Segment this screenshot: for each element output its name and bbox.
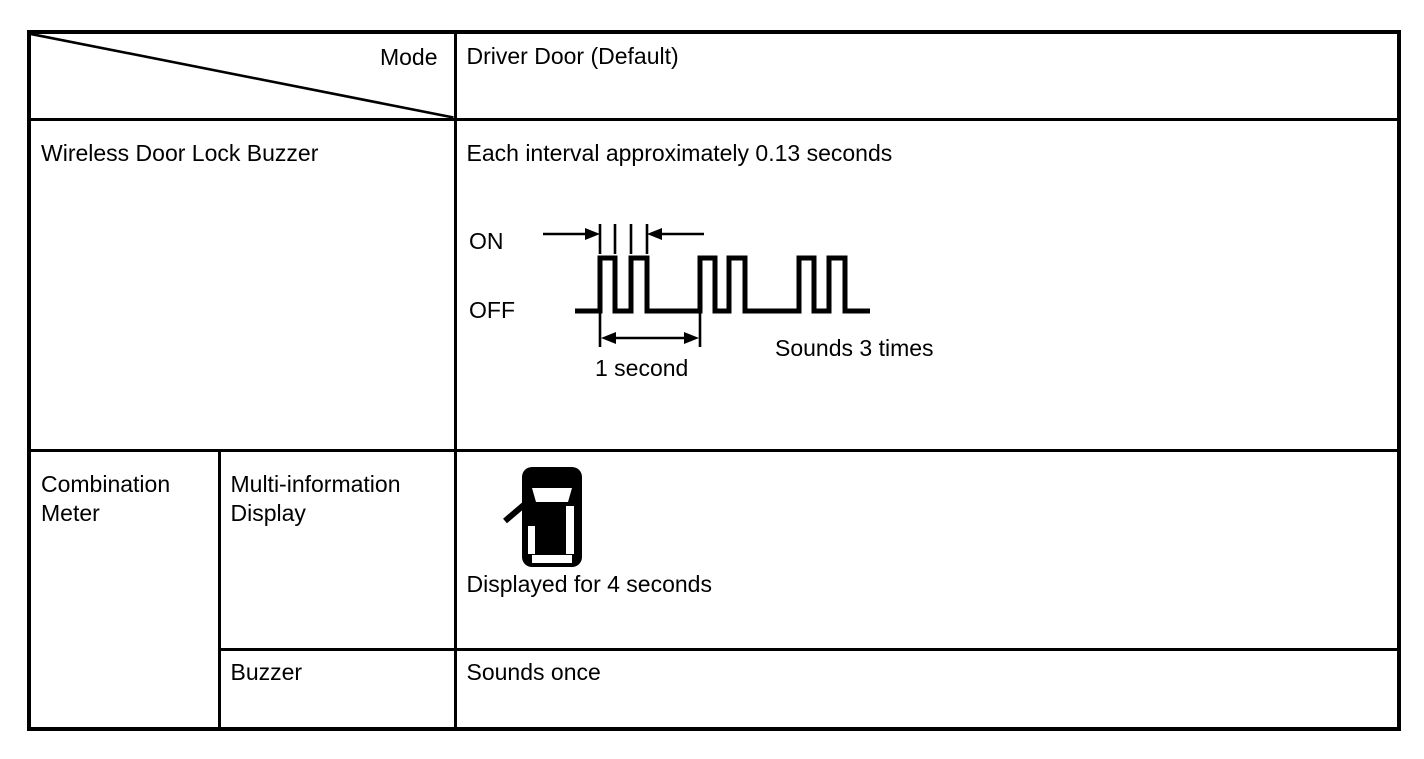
interval-tick-marks	[598, 223, 648, 254]
combination-meter-cell: Combination Meter	[27, 448, 221, 731]
meter-buzzer-value-cell: Sounds once	[453, 647, 1401, 731]
wireless-buzzer-value-cell: Each interval approximately 0.13 seconds…	[453, 117, 1401, 452]
meter-buzzer-row: Buzzer Sounds once	[29, 647, 1401, 731]
combination-meter-label: Combination Meter	[41, 470, 171, 526]
mode-label: Mode	[379, 44, 438, 70]
sounds-3-times-label: Sounds 3 times	[775, 335, 934, 361]
multi-information-value: Displayed for 4 seconds	[466, 570, 712, 597]
buzzer-waveform-diagram: ON OFF	[469, 223, 934, 381]
multi-information-row: Combination Meter Multi-information Disp…	[27, 448, 1401, 731]
meter-buzzer-label: Buzzer	[230, 658, 303, 685]
one-second-label: 1 second	[595, 355, 688, 381]
multi-information-value-cell: Displayed for 4 seconds	[453, 448, 1401, 651]
door-lock-mode-table: Mode Driver Door (Default) Wireless Door…	[27, 30, 1401, 731]
waveform-trace	[574, 255, 870, 313]
multi-information-display-cell: Multi-information Display	[217, 448, 457, 651]
waveform-on-label: ON	[469, 228, 504, 254]
wireless-buzzer-label-cell: Wireless Door Lock Buzzer	[27, 117, 457, 452]
one-second-measure	[598, 310, 701, 347]
header-row: Mode Driver Door (Default)	[27, 30, 1401, 121]
meter-buzzer-label-cell: Buzzer	[217, 647, 457, 731]
diagonal-line	[31, 34, 454, 118]
car-open-driver-door-icon	[502, 466, 582, 567]
multi-information-display-label: Multi-information Display	[230, 470, 401, 526]
driver-door-header-label: Driver Door (Default)	[466, 43, 679, 69]
wireless-buzzer-row: Wireless Door Lock Buzzer Each interval …	[27, 117, 1401, 452]
mode-header-cell: Mode	[27, 30, 457, 121]
meter-buzzer-value: Sounds once	[466, 658, 601, 685]
waveform-off-label: OFF	[469, 297, 515, 323]
interval-description: Each interval approximately 0.13 seconds	[466, 139, 893, 166]
wireless-buzzer-label: Wireless Door Lock Buzzer	[41, 139, 319, 166]
driver-door-header-cell: Driver Door (Default)	[453, 30, 1401, 121]
interval-arrows	[542, 227, 704, 240]
